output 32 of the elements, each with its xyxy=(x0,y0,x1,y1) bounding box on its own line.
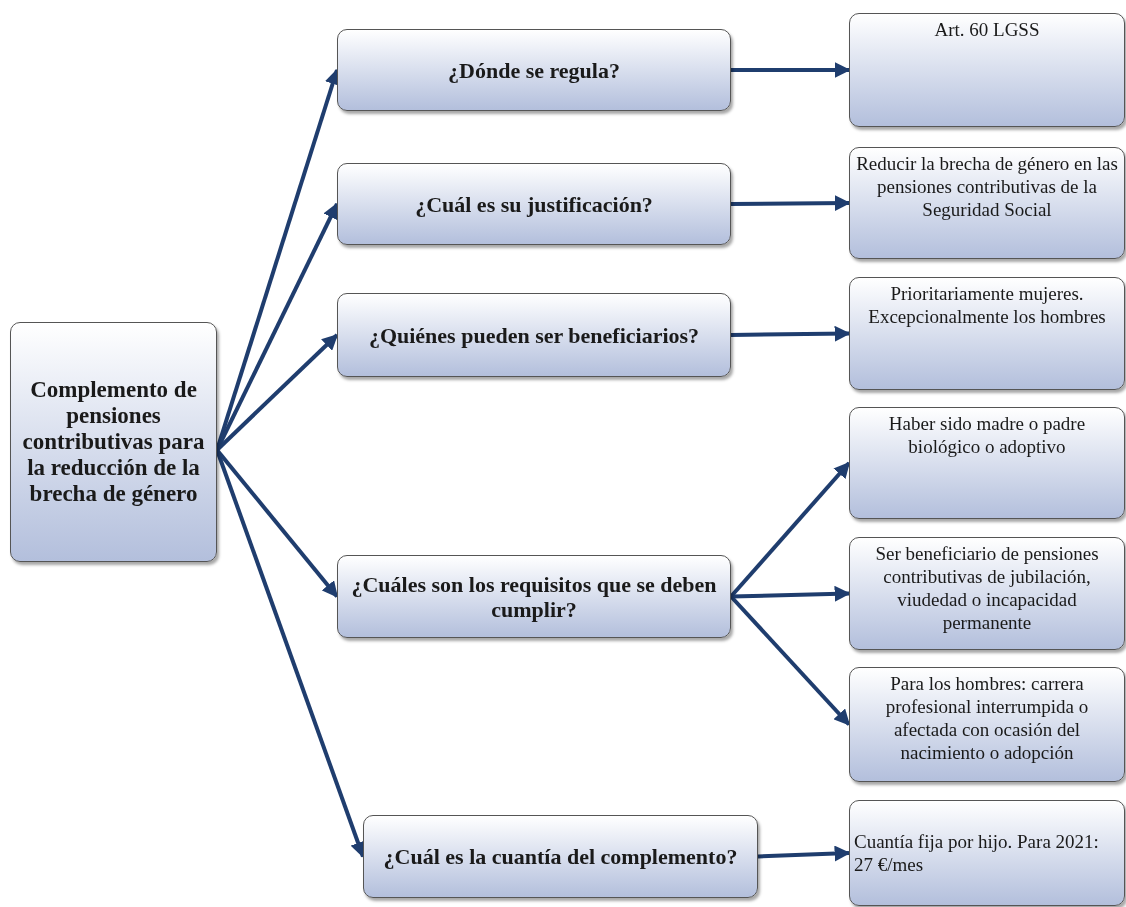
box-text: ¿Cuáles son los requisitos que se deben cumplir? xyxy=(350,571,718,622)
question-box xyxy=(337,163,731,245)
answer-box xyxy=(849,407,1125,519)
arrow xyxy=(731,195,851,212)
arrow xyxy=(730,585,851,602)
arrow xyxy=(729,595,851,726)
box-text: Art. 60 LGSS xyxy=(933,18,1041,41)
answer-box xyxy=(849,800,1125,906)
box-text: ¿Quiénes pueden ser beneficiarios? xyxy=(367,322,701,348)
arrow xyxy=(730,325,851,342)
box-text: Ser beneficiario de pensiones contributivas de jubilación, viudedad o incapacidad permanente xyxy=(874,542,1100,634)
answer-box xyxy=(849,667,1125,782)
box-text: Reducir la brecha de género en las pensiones contributivas de la Seguridad Social xyxy=(855,152,1119,221)
answer-box xyxy=(849,537,1125,650)
answer-box xyxy=(849,13,1125,127)
question-box xyxy=(337,293,731,377)
arrow xyxy=(757,845,851,862)
box-text: ¿Cuál es su justificación? xyxy=(414,191,654,217)
arrow xyxy=(731,62,851,78)
answer-box xyxy=(849,147,1125,259)
answer-box xyxy=(849,277,1125,390)
box-text: Prioritariamente mujeres. Excepcionalmente los hombres xyxy=(867,282,1107,328)
question-box xyxy=(363,815,758,898)
box-text: ¿Cuál es la cuantía del complemento? xyxy=(382,844,739,869)
box-text: Cuantía fija por hijo. Para 2021: 27 €/mes xyxy=(854,830,1100,876)
box-text: Complemento de pensiones contributivas para la reducción de la brecha de género xyxy=(21,377,206,507)
topic-box xyxy=(10,322,217,562)
question-box xyxy=(337,29,731,111)
box-text: Para los hombres: carrera profesional interrumpida o afectada con ocasión del nacimiento o adopción xyxy=(884,672,1090,764)
box-text: Haber sido madre o padre biológico o adoptivo xyxy=(887,412,1087,458)
question-box xyxy=(337,555,731,638)
box-text: ¿Dónde se regula? xyxy=(447,57,621,83)
